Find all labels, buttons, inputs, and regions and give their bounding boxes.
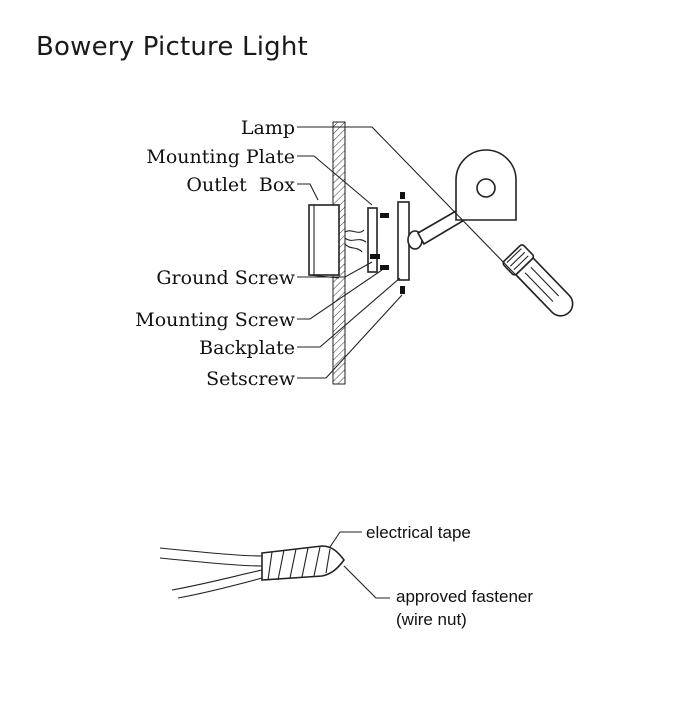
bulb	[502, 244, 574, 317]
wire-lower	[171, 569, 263, 591]
mounting-plate	[367, 207, 378, 273]
label-mounting-screw: Mounting Screw	[135, 309, 296, 331]
label-ground-screw: Ground Screw	[156, 267, 295, 289]
wire-nut	[261, 545, 346, 581]
label-approved-fastener: approved fastener	[396, 587, 533, 606]
label-electrical-tape: electrical tape	[366, 523, 471, 542]
wiring-diagram: electrical tape approved fastener (wire …	[159, 523, 533, 629]
label-wire-nut: (wire nut)	[396, 610, 467, 629]
screw-icon	[370, 213, 389, 270]
label-setscrew: Setscrew	[206, 368, 296, 390]
label-mounting-plate: Mounting Plate	[146, 146, 295, 168]
wires	[344, 229, 367, 253]
lamp-head	[455, 149, 517, 221]
label-backplate: Backplate	[199, 337, 295, 359]
page-title: Bowery Picture Light	[36, 32, 308, 62]
label-lamp: Lamp	[241, 117, 295, 139]
label-outlet-box: Outlet Box	[186, 174, 295, 196]
setscrew-top-icon	[400, 192, 405, 199]
wire-upper	[159, 547, 263, 557]
leader-lines	[297, 126, 546, 379]
setscrew-bottom-icon	[400, 286, 405, 294]
outlet-box	[308, 204, 340, 279]
